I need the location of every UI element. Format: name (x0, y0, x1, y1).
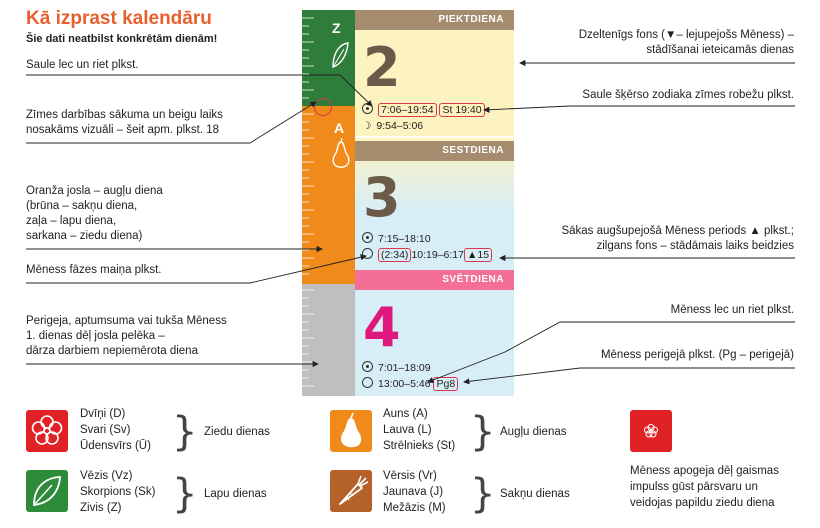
moon-phase-time: (2:34) (378, 248, 412, 262)
day-number-3: 4 (363, 296, 401, 359)
sun-times: 7:01–18:09 (378, 362, 431, 374)
apogee-line: veidojas papildu ziedu diena (630, 497, 775, 509)
sign-label: Auns (A) (383, 408, 428, 420)
moon-row-1: ☽ 9:54–5:06 (362, 119, 423, 134)
zodiac-strip: Z A (302, 10, 355, 396)
note-sign-time-1: Zīmes darbības sākuma un beigu laiks (26, 109, 223, 121)
legend-flower-swatch (26, 410, 68, 452)
note-perigee-2: 1. dienas dēļ josla pelēka – (26, 330, 165, 342)
note-orange-1: Oranža josla – augļu diena (26, 185, 163, 197)
moon-icon (362, 248, 373, 259)
legend-flower-signs: Dvīņi (D) Svari (Sv) Ūdensvīrs (Ū) (80, 406, 151, 454)
legend-leaf-swatch (26, 470, 68, 512)
sign-letter-a: A (334, 120, 345, 136)
legend-fruit-swatch (330, 410, 372, 452)
legend-leaf-label: Lapu dienas (204, 488, 267, 500)
zodiac-crossing-time: St 19:40 (439, 103, 485, 117)
strip-grey (302, 284, 355, 396)
sign-label: Dvīņi (D) (80, 408, 126, 420)
flower-icon (31, 415, 63, 445)
sign-label: Ūdensvīrs (Ū) (80, 440, 151, 452)
carrot-icon (339, 475, 369, 505)
brace: } (470, 409, 496, 455)
note-sign-time-2: nosakāms vizuāli – šeit apm. plkst. 18 (26, 124, 220, 136)
brace: } (172, 471, 198, 517)
note-yellow-1: Dzeltenīgs fons (▼– lejupejošs Mēness) – (578, 29, 794, 41)
note-zodiac-cross: Saule šķērso zodiaka zīmes robežu plkst. (582, 89, 794, 101)
legend-apogee-swatch (630, 410, 672, 452)
legend-apogee-text: Mēness apogeja dēļ gaismas impulss gūst … (630, 463, 779, 511)
note-ascending-1: Sākas augšupejošā Mēness periods ▲ plkst… (561, 225, 794, 237)
sun-row-3: 7:01–18:09 (362, 361, 431, 376)
day-number-1: 2 (363, 36, 401, 99)
legend-leaf-signs: Vēzis (Vz) Skorpions (Sk) Zivis (Z) (80, 468, 155, 516)
legend-root-swatch (330, 470, 372, 512)
note-perigee-1: Perigeja, aptumsuma vai tukša Mēness (26, 315, 227, 327)
sign-label: Strēlnieks (St) (383, 440, 456, 452)
note-yellow-2: stādīšanai ieteicamās dienas (646, 44, 794, 56)
legend-fruit-signs: Auns (A) Lauva (L) Strēlnieks (St) (383, 406, 455, 454)
weekday-bar-3: SVĒTDIENA (355, 270, 514, 290)
sign-label: Mežāzis (M) (383, 502, 446, 514)
note-orange-3: zaļa – lapu diena, (26, 215, 117, 227)
brace: } (470, 471, 496, 517)
sign-label: Svari (Sv) (80, 424, 131, 436)
crescent-moon-icon: ☽ (362, 120, 372, 132)
day-panel-1 (355, 10, 514, 136)
small-flower-icon (644, 424, 658, 438)
sun-icon (362, 361, 373, 372)
moon-row-3: 13:00–5:46 Pg8 (362, 377, 459, 392)
note-ascending-2: zilgans fons – stādāmais laiks beidzies (596, 240, 794, 252)
sun-row-1: 7:06–19:54 St 19:40 (362, 103, 485, 118)
pear-icon (341, 412, 362, 448)
note-moonrise: Mēness lec un riet plkst. (670, 304, 794, 316)
strip-orange (302, 106, 355, 284)
legend-root-label: Sakņu dienas (500, 488, 570, 500)
legend-fruit-label: Augļu dienas (500, 426, 567, 438)
sign-label: Skorpions (Sk) (80, 486, 156, 498)
moon-times: 10:19–6:17 (411, 249, 464, 261)
sun-times: 7:06–19:54 (378, 103, 437, 117)
moon-times: 13:00–5:46 (378, 378, 431, 390)
moon-times: 9:54–5:06 (376, 120, 424, 132)
pear-icon (332, 138, 350, 168)
brace: } (172, 409, 198, 455)
page-title: Kā izprast kalendāru (26, 8, 212, 29)
note-orange-2: (brūna – sakņu diena, (26, 200, 138, 212)
sign-label: Lauva (L) (383, 424, 432, 436)
note-phase: Mēness fāzes maiņa plkst. (26, 264, 162, 276)
sign-label: Zivis (Z) (80, 502, 122, 514)
page-subtitle: Šie dati neatbilst konkrētām dienām! (26, 33, 218, 45)
legend-flower-label: Ziedu dienas (204, 426, 270, 438)
sun-row-2: 7:15–18:10 (362, 232, 431, 247)
sign-label: Vērsis (Vr) (383, 470, 437, 482)
day-number-2: 3 (363, 166, 401, 229)
weekday-bar-1: PIEKTDIENA (355, 10, 514, 30)
sign-label: Vēzis (Vz) (80, 470, 133, 482)
legend-root-signs: Vērsis (Vr) Jaunava (J) Mežāzis (M) (383, 468, 446, 516)
sign-letter-z: Z (332, 20, 341, 36)
moon-row-2: (2:34)10:19–6:17▲15 (362, 248, 493, 263)
day-panel-3 (355, 270, 514, 396)
sun-times: 7:15–18:10 (378, 233, 431, 245)
note-orange-4: sarkana – ziedu diena) (26, 230, 143, 242)
sign-label: Jaunava (J) (383, 486, 444, 498)
apogee-line: Mēness apogeja dēļ gaismas (630, 465, 779, 477)
note-perigee-time: Mēness perigejā plkst. (Pg – perigejā) (600, 349, 794, 361)
ascending-moon-start: ▲15 (464, 248, 493, 262)
moon-icon (362, 377, 373, 388)
note-perigee-3: dārza darbiem nepiemērota diena (26, 345, 198, 357)
weekday-bar-2: SESTDIENA (355, 141, 514, 161)
note-sunrise: Saule lec un riet plkst. (26, 59, 139, 71)
sun-icon (362, 232, 373, 243)
ruler-ticks (302, 17, 314, 387)
leaf-icon (332, 42, 349, 68)
perigee-time: Pg8 (433, 377, 459, 391)
apogee-line: impulss gūst pārsvaru un (630, 481, 758, 493)
leaf-icon (33, 476, 61, 507)
